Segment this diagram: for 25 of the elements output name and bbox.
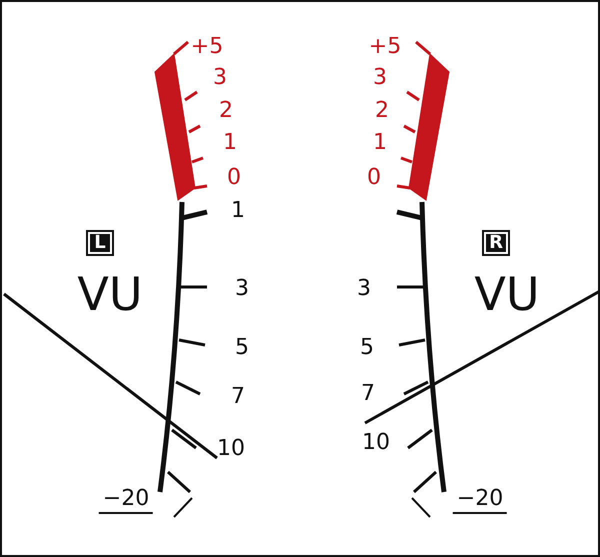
scale-number: 2 — [375, 100, 389, 122]
scale-number: 3 — [235, 278, 249, 300]
scale-number: −20 — [452, 488, 508, 514]
scale-number: 5 — [360, 337, 374, 359]
scale-number: 0 — [367, 167, 381, 189]
channel-badge: L — [86, 230, 114, 256]
channel-badge: R — [482, 230, 510, 256]
scale-number: +5 — [190, 36, 224, 58]
scale-number: 0 — [227, 167, 241, 189]
scale-number: 10 — [362, 432, 390, 454]
scale-number: 1 — [223, 132, 237, 154]
scale-number: 5 — [235, 337, 249, 359]
scale-number: −20 — [98, 488, 154, 514]
scale-number: 3 — [373, 67, 387, 89]
scale-number: +5 — [368, 36, 402, 58]
scale-number: 1 — [373, 132, 387, 154]
scale-number: 1 — [231, 200, 245, 222]
scale-number: 3 — [213, 67, 227, 89]
unit-label: VU — [77, 271, 143, 317]
unit-label: VU — [474, 271, 540, 317]
scale-number: 7 — [361, 383, 375, 405]
scale-number: 2 — [219, 100, 233, 122]
scale-number: 10 — [217, 438, 245, 460]
scale-number: 7 — [231, 386, 245, 408]
scale-number: 3 — [357, 278, 371, 300]
